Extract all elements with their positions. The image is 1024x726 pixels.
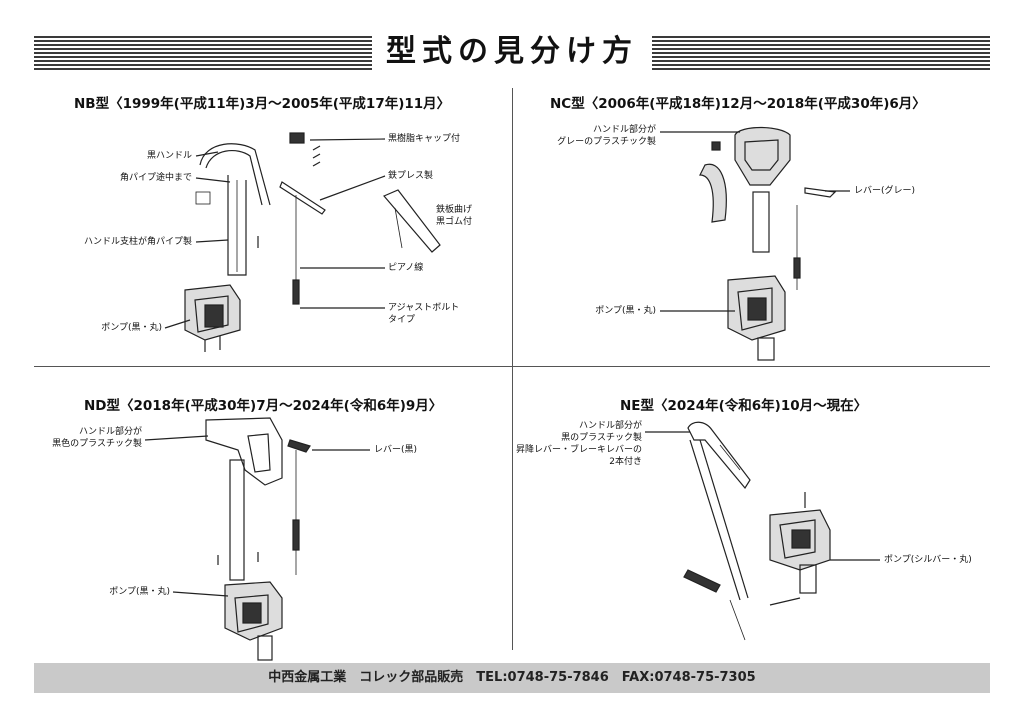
nc-heading: NC型〈2006年(平成18年)12月〜2018年(平成30年)6月〉 xyxy=(550,96,926,112)
title-stripe-right xyxy=(652,36,990,70)
nb-label-piano: ピアノ線 xyxy=(388,263,424,273)
nd-label-lever: レバー(黒) xyxy=(374,445,418,455)
nd-heading: ND型〈2018年(平成30年)7月〜2024年(令和6年)9月〉 xyxy=(84,398,443,414)
nc-label-handle: ハンドル部分が グレーのプラスチック製 xyxy=(557,125,656,147)
nb-label-handle: 黒ハンドル xyxy=(146,151,192,161)
nb-handle-drawing xyxy=(195,132,441,305)
nc-label-lever: レバー(グレー) xyxy=(854,186,916,196)
nc-handle-drawing xyxy=(699,126,837,290)
nb-leader-lines xyxy=(164,138,386,329)
nb-label-cap: 黒樹脂キャップ付 xyxy=(388,134,461,144)
footer-contact-bar: 中西金属工業 コレック部品販売 TEL:0748-75-7846 FAX:074… xyxy=(34,663,990,693)
nb-label-adjust: アジャストボルト タイプ xyxy=(388,303,460,325)
horizontal-divider xyxy=(34,366,990,367)
page-title: 型式の見分け方 xyxy=(372,30,652,74)
title-stripe-left xyxy=(34,36,372,70)
vertical-divider xyxy=(512,88,513,650)
ne-label-handle: ハンドル部分が 黒のプラスチック製 昇降レバー・ブレーキレバーの 2本付き xyxy=(515,421,642,467)
nb-label-press: 鉄プレス製 xyxy=(388,171,434,181)
nc-leader-lines xyxy=(660,131,850,312)
nc-pump-drawing xyxy=(727,275,786,361)
ne-handle-drawing xyxy=(683,421,751,641)
nb-pump-drawing xyxy=(184,284,241,352)
nb-label-pump: ポンプ(黒・丸) xyxy=(101,323,162,333)
nd-label-pump: ポンプ(黒・丸) xyxy=(109,587,170,597)
ne-label-pump: ポンプ(シルバー・丸) xyxy=(884,555,972,565)
nc-label-pump: ポンプ(黒・丸) xyxy=(595,306,656,316)
nd-handle-drawing xyxy=(205,417,311,581)
nb-heading: NB型〈1999年(平成11年)3月〜2005年(平成17年)11月〉 xyxy=(74,96,451,112)
ne-pump-drawing xyxy=(769,492,831,606)
nd-label-handle: ハンドル部分が 黒色のプラスチック製 xyxy=(52,427,142,449)
ne-leader-lines xyxy=(645,431,880,561)
nb-label-bent: 鉄板曲げ 黒ゴム付 xyxy=(436,205,473,227)
ne-heading: NE型〈2024年(令和6年)10月〜現在〉 xyxy=(620,398,868,414)
nd-leader-lines xyxy=(144,435,370,597)
nb-label-post: ハンドル支柱が角パイプ製 xyxy=(83,237,192,247)
nb-label-square-pipe: 角パイプ途中まで xyxy=(119,173,192,183)
nd-pump-drawing xyxy=(224,581,283,661)
